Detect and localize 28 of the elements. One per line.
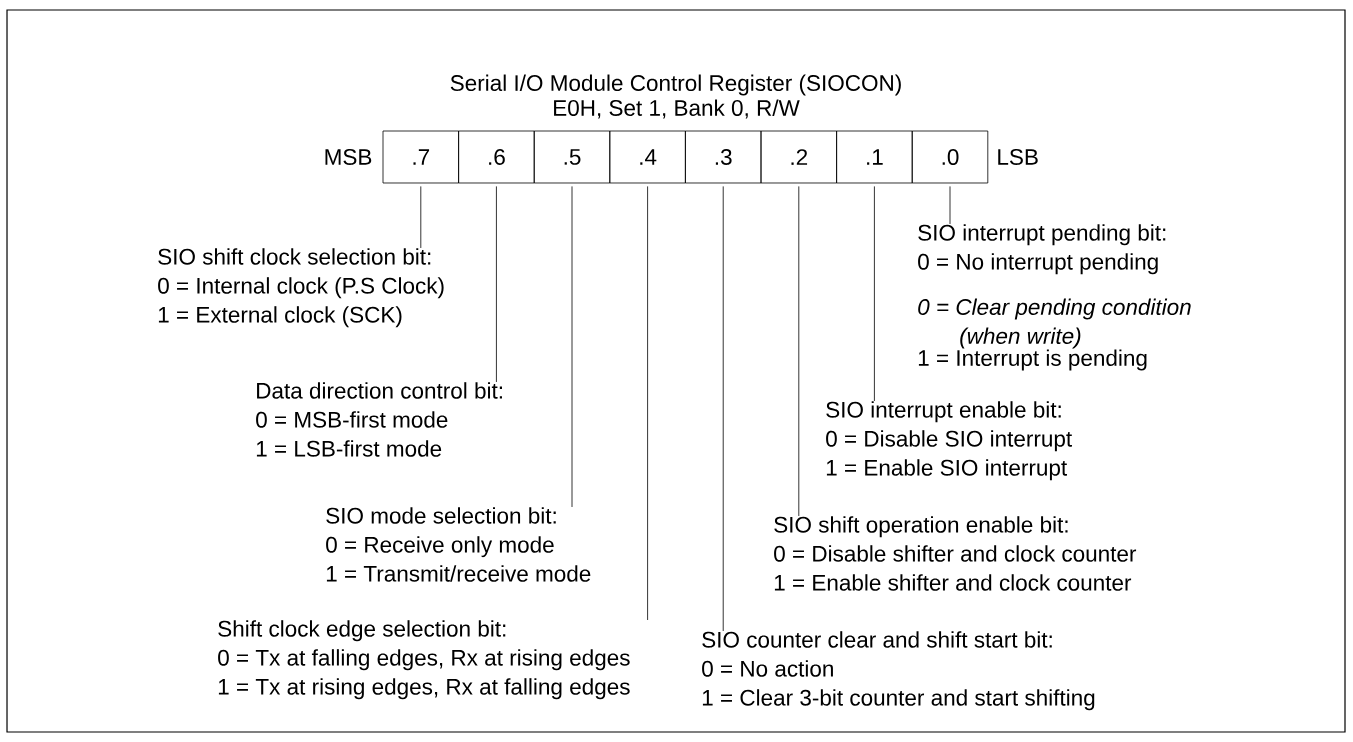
bit-cell: .7 [382,130,459,184]
leader-line [722,186,724,632]
msb-label: MSB [325,149,372,165]
register-address: E0H, Set 1, Bank 0, R/W [554,99,800,119]
title: Serial I/O Module Control Register (SIOCON) [450,74,901,96]
leader-line [571,186,573,508]
bit-cell: .5 [533,130,611,184]
lsb-label: LSB [998,149,1038,165]
bit-cell: .4 [609,130,686,184]
leader-line [798,186,800,517]
bit-description: Shift clock edge selection bit: 0 = Tx at falling edges, Rx at rising edges 1 = Tx at rising edges, Rx at falling edges [218,620,630,700]
bit-cell: .6 [458,130,535,184]
leader-line [496,186,497,383]
bit-description: SIO mode selection bit: 0 = Receive only mode 1 = Transmit/receive mode [326,507,591,582]
bit-cell: .1 [836,130,913,184]
bit-description: SIO shift clock selection bit: 0 = Internal clock (P.S Clock) 1 = External clock (SCK) [158,248,444,328]
leader-line [874,186,875,402]
leader-line [949,186,951,225]
bit-description: SIO shift operation enable bit: 0 = Disable shifter and clock counter 1 = Enable shifter and clock counter [774,516,1137,591]
bit-description: SIO interrupt enable bit: 0 = Disable SIO interrupt 1 = Enable SIO interrupt [826,401,1072,481]
bit-cell: .0 [911,130,989,184]
leader-line [647,186,648,621]
bit-description: SIO counter clear and shift start bit: 0 = No action 1 = Clear 3-bit counter and start shifting [702,631,1095,711]
leader-line [420,186,422,249]
bit-cell: .3 [685,130,762,184]
bit-description: SIO interrupt pending bit: 0 = No interrupt pending 0 = Clear pending condition (when write) 1 = Interrupt is pending [918,224,1191,371]
bit-description: Data direction control bit: 0 = MSB-first mode 1 = LSB-first mode [256,382,502,457]
bit-cell: .2 [760,130,837,184]
